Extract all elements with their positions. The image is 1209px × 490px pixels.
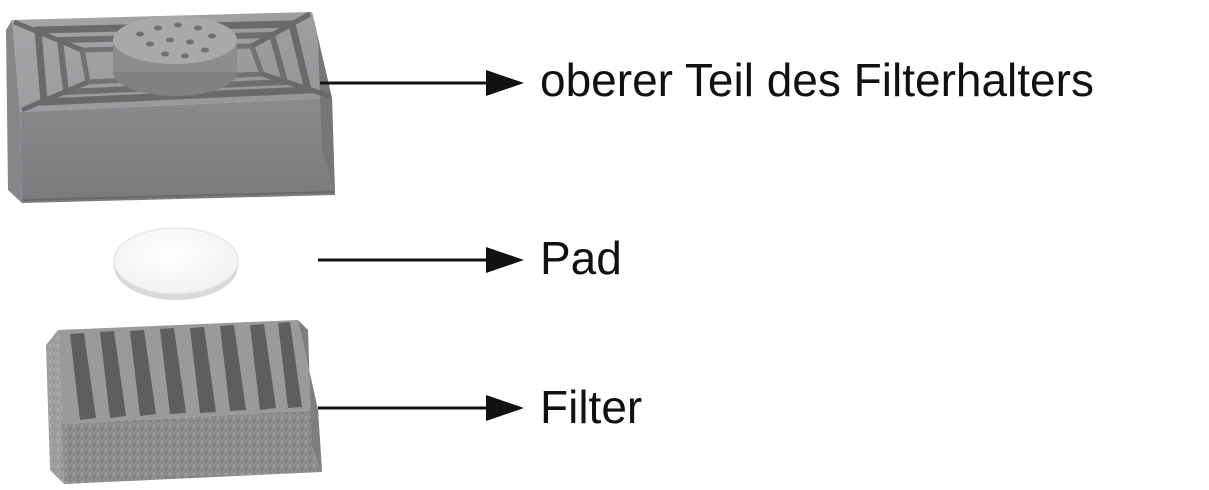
arrow-filter (318, 395, 524, 421)
arrow-top (320, 70, 524, 96)
pad-disc-icon (113, 227, 239, 300)
arrow-pad (318, 247, 524, 273)
filter-holder-top-icon (6, 11, 335, 203)
filter-block-icon (46, 320, 322, 484)
label-filter: Filter (540, 381, 642, 433)
label-filter-holder-top: oberer Teil des Filterhalters (540, 54, 1094, 106)
label-pad: Pad (540, 232, 622, 284)
